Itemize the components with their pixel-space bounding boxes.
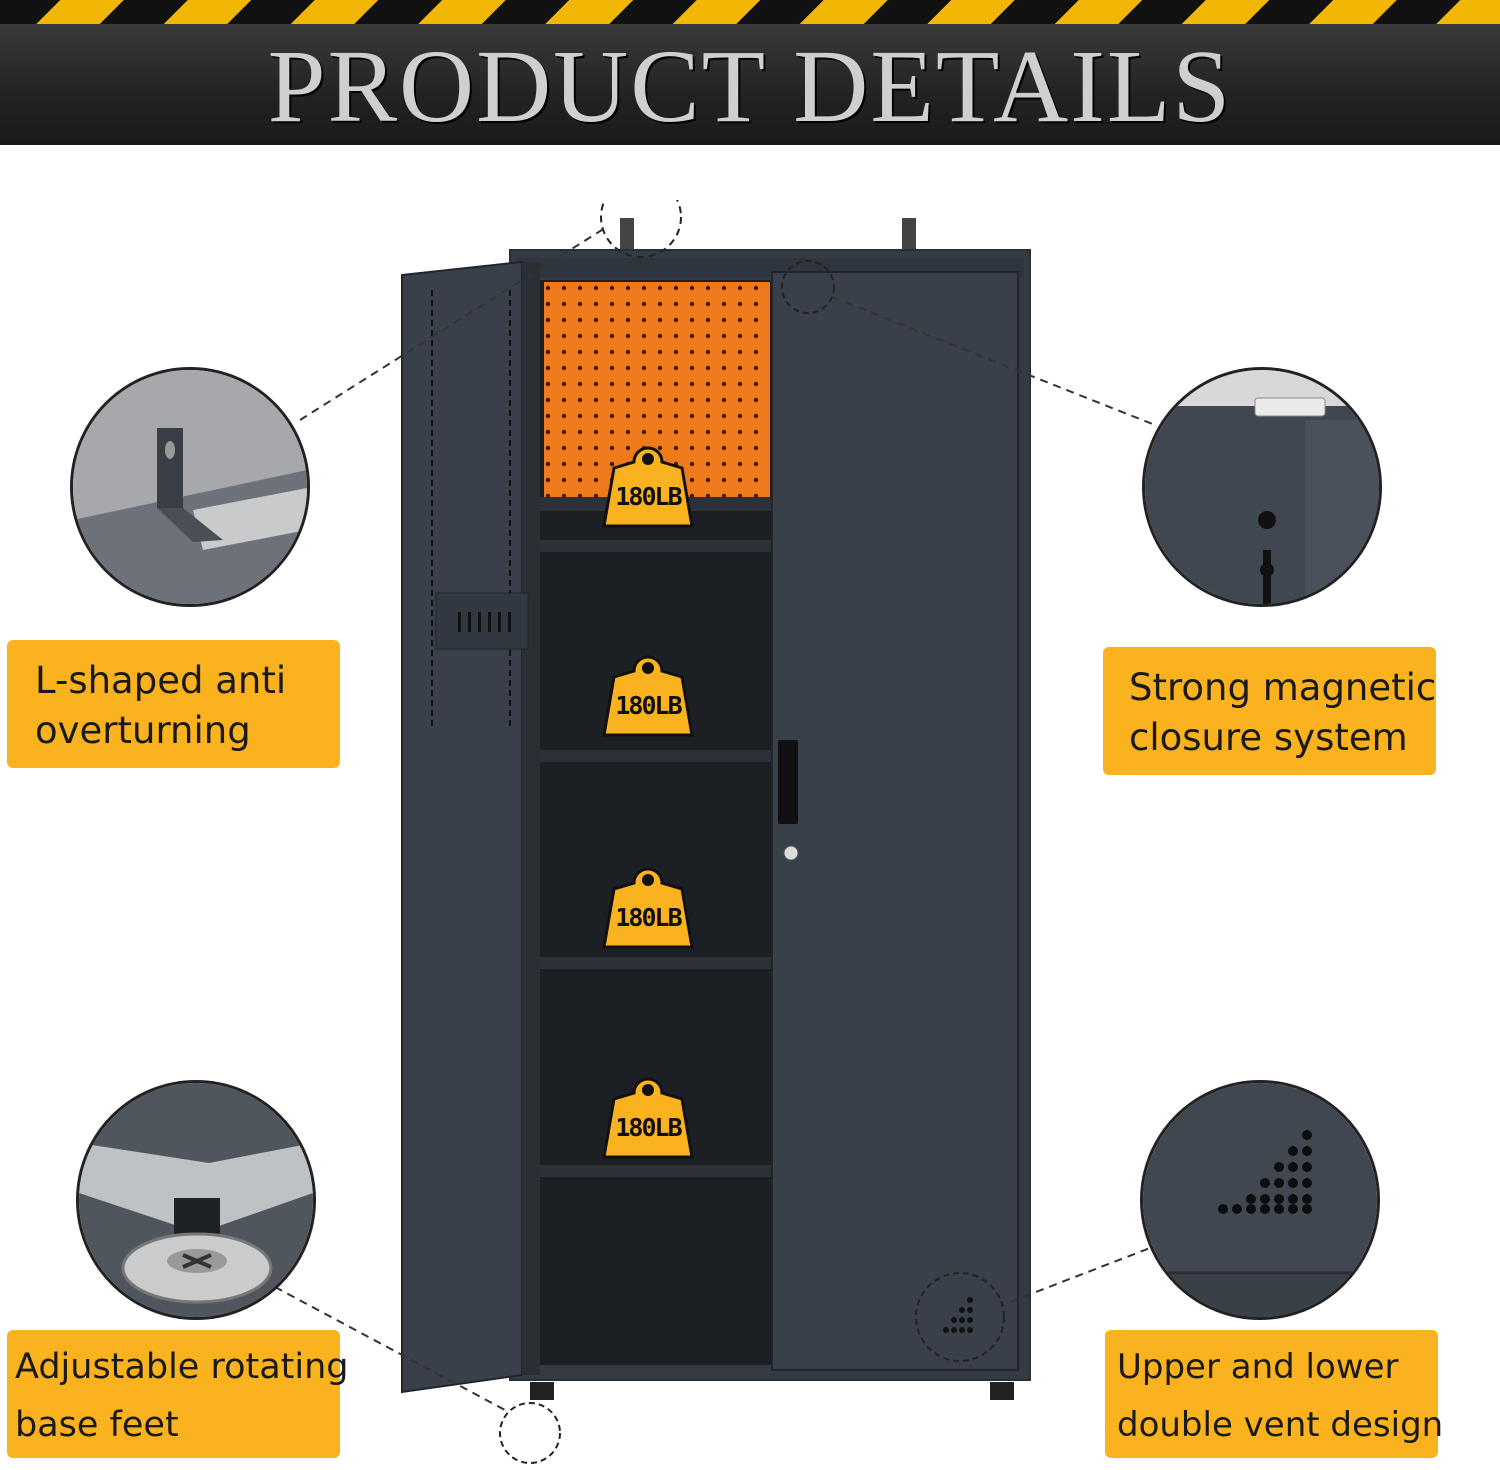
cabinet-foot [530,1382,554,1400]
shelf [540,957,772,969]
feature-label-l-shaped: L-shaped anti overturning [7,640,340,768]
wall-hook-left [620,218,634,254]
hazard-stripe [0,0,1500,24]
feature-label-magnetic: Strong magnetic closure system [1103,647,1436,775]
header-background [0,24,1500,145]
zoom-adjustable-feet [76,1080,316,1320]
feature-label-line: closure system [1129,716,1408,759]
shelf [540,750,772,762]
cabinet-foot [990,1382,1014,1400]
load-capacity-label: 180LB [615,482,682,511]
load-badge: 180LB [600,655,696,739]
adjustable-foot-icon [79,1083,313,1317]
feature-label-line: Upper and lower [1117,1347,1399,1387]
right-door [771,271,1019,1371]
load-capacity-label: 180LB [615,903,682,932]
feature-label-vent: Upper and lower double vent design [1105,1330,1444,1458]
header-banner: PRODUCT DETAILS [0,0,1500,145]
load-badge: 180LB [600,446,696,530]
feature-label-line: base feet [15,1405,179,1445]
shelf [540,540,772,552]
l-bracket-icon [73,370,307,604]
feature-label-line: Adjustable rotating [15,1347,349,1387]
feature-label-line: L-shaped anti [35,659,287,702]
shelf [540,1165,772,1177]
vent-icon [1143,1083,1377,1317]
wall-hook-right [902,218,916,254]
zoom-l-bracket [70,367,310,607]
door-tool-bin [435,592,529,650]
weight-icon [602,867,694,949]
load-badge: 180LB [600,1077,696,1161]
weight-icon [602,1077,694,1159]
weight-icon [602,446,694,528]
feature-label-feet: Adjustable rotating base feet [7,1330,349,1458]
door-handle [778,740,798,824]
load-capacity-label: 180LB [615,691,682,720]
page-title: PRODUCT DETAILS [267,29,1233,144]
vent-holes [943,1297,973,1333]
feature-label-line: overturning [35,709,251,752]
zoom-magnetic-closure [1142,367,1382,607]
feature-label-line: Strong magnetic [1129,666,1437,709]
cabinet-illustration [401,200,1031,1464]
weight-icon [602,655,694,737]
load-capacity-label: 180LB [615,1113,682,1142]
load-badge: 180LB [600,867,696,951]
zoom-vent-design [1140,1080,1380,1320]
door-lock [783,845,799,861]
magnet-icon [1145,370,1379,604]
feature-label-line: double vent design [1117,1405,1444,1445]
